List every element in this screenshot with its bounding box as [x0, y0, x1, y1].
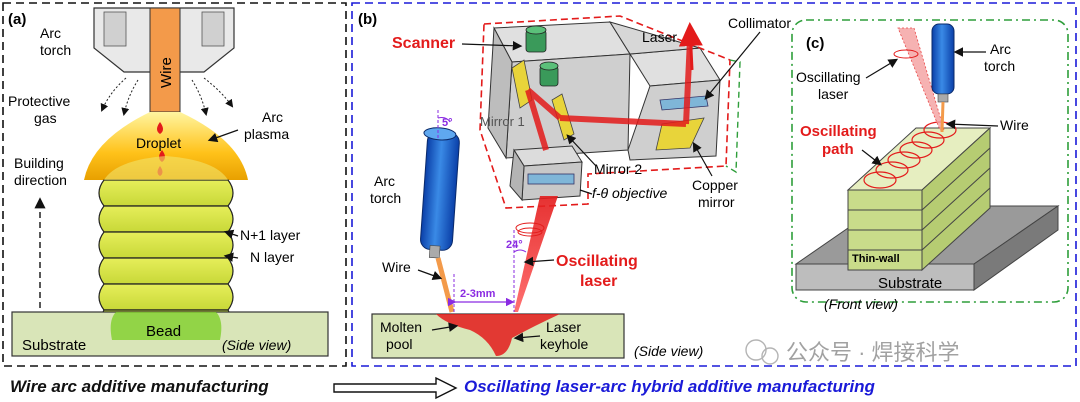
- protective-gas-label-1: Protective: [8, 93, 70, 109]
- substrate-c-label: Substrate: [878, 275, 942, 292]
- n-layer-label: N layer: [250, 249, 295, 265]
- angle-24-label: 24°: [506, 239, 523, 251]
- wire: [149, 7, 181, 113]
- wire-label: Wire: [158, 57, 175, 88]
- molten-pool-label-2: pool: [386, 336, 412, 352]
- panel-a: (a) Wire Arc torch Protective gas Drople…: [2, 2, 347, 367]
- panel-c-border: [791, 19, 1069, 303]
- thin-wall: [846, 126, 992, 272]
- wire-c-label: Wire: [1000, 117, 1029, 133]
- panel-a-view-label: (Side view): [222, 337, 291, 353]
- arc-torch-b-label-2: torch: [370, 190, 401, 206]
- mirror-1-label: Mirror 1: [480, 114, 525, 129]
- distance-label: 2-3mm: [460, 288, 496, 300]
- angle-5-label: 5°: [442, 117, 453, 129]
- mirror-2-label: Mirror 2: [594, 161, 642, 177]
- bead-label: Bead: [146, 323, 181, 340]
- arc-torch-label-1: Arc: [40, 25, 61, 41]
- panel-c-tag: (c): [806, 35, 824, 52]
- footer-right: Oscillating laser-arc hybrid additive ma…: [464, 377, 876, 396]
- thin-wall-label: Thin-wall: [852, 253, 900, 265]
- copper-mirror-label-1: Copper: [692, 177, 738, 193]
- laser-keyhole-label-2: keyhole: [540, 336, 588, 352]
- panel-b: (b): [351, 2, 1077, 367]
- protective-gas-label-2: gas: [34, 110, 57, 126]
- arc-torch-c-label-1: Arc: [990, 41, 1011, 57]
- oscillating-laser-b-label-1: Oscillating: [556, 253, 638, 270]
- watermark: 公众号 · 焊接科学: [745, 339, 960, 365]
- scanner-outline: [479, 15, 731, 209]
- droplet-label: Droplet: [136, 135, 181, 151]
- laser-beam-c: [897, 27, 945, 131]
- wire-c: [940, 101, 945, 133]
- panel-b-border: [351, 2, 1077, 367]
- laser-label: Laser: [642, 29, 677, 45]
- objective-label: f-θ objective: [592, 185, 668, 201]
- oscillating-laser-c-label-1: Oscillating: [796, 69, 861, 85]
- substrate-label: Substrate: [22, 337, 86, 354]
- panel-a-border: [2, 2, 347, 367]
- arc-torch-b: [420, 127, 460, 259]
- footer-arrow: [333, 376, 458, 400]
- internal-laser-path: [525, 39, 693, 151]
- arc-torch-b-label-1: Arc: [374, 173, 395, 189]
- panel-b-tag: (b): [358, 11, 377, 28]
- n1-layer-label: N+1 layer: [240, 227, 301, 243]
- wire-b-label: Wire: [382, 259, 411, 275]
- molten-pool: [436, 314, 560, 356]
- building-direction-label-2: direction: [14, 172, 67, 188]
- watermark-text: 公众号 · 焊接科学: [786, 340, 960, 365]
- wire-b: [435, 257, 455, 313]
- oscillating-laser-b-label-2: laser: [580, 273, 617, 290]
- copper-mirror-label-2: mirror: [698, 194, 735, 210]
- oscillating-path-label-1: Oscillating: [800, 123, 877, 140]
- arc-torch-c: [931, 23, 955, 95]
- footer-left: Wire arc additive manufacturing: [10, 377, 269, 396]
- arc-torch-label-2: torch: [40, 42, 71, 58]
- arc-plasma-label-1: Arc: [262, 109, 283, 125]
- protective-gas-flow: [100, 77, 234, 116]
- panel-c: (c): [791, 19, 1069, 312]
- scanner-label: Scanner: [392, 35, 455, 52]
- droplet-1: [157, 122, 163, 134]
- laser-beam: [514, 196, 558, 312]
- arc-plasma: [84, 112, 248, 180]
- panel-b-view-label: (Side view): [634, 343, 703, 359]
- panel-c-view-label: (Front view): [824, 296, 898, 312]
- arc-plasma-label-2: plasma: [244, 126, 289, 142]
- galvo-motors: [525, 25, 559, 87]
- building-direction-label-1: Building: [14, 155, 64, 171]
- oscillating-path-label-2: path: [822, 141, 854, 158]
- arc-torch-c-label-2: torch: [984, 58, 1015, 74]
- molten-pool-label-1: Molten: [380, 319, 422, 335]
- laser-keyhole-label-1: Laser: [546, 319, 581, 335]
- bead-layers: [98, 179, 234, 341]
- oscillating-laser-c-label-2: laser: [818, 86, 849, 102]
- collimator-label: Collimator: [728, 15, 791, 31]
- panel-a-tag: (a): [8, 11, 26, 28]
